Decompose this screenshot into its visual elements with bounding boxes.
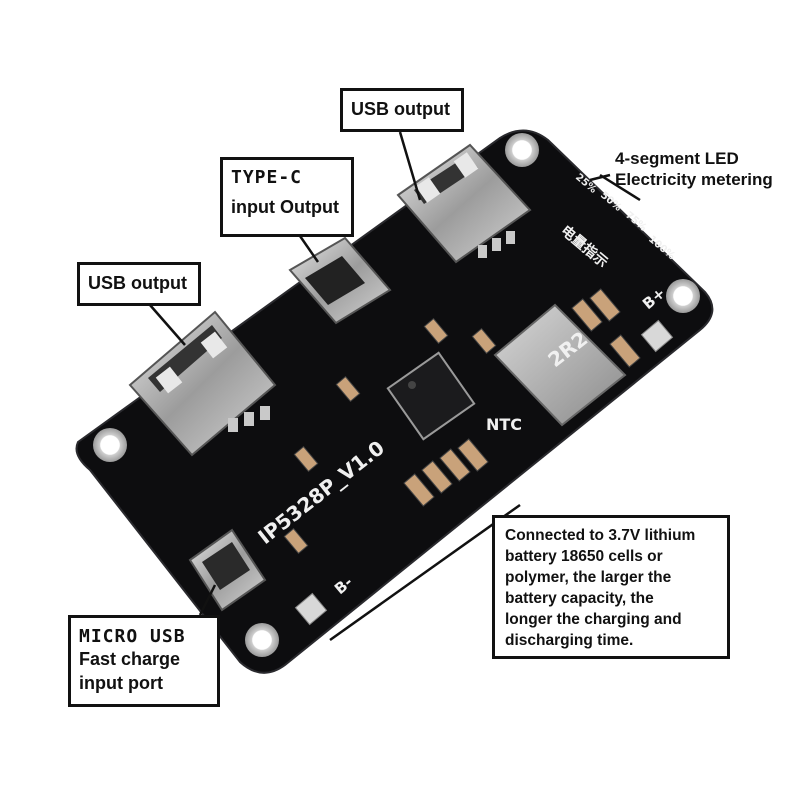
micro-usb-callout: MICRO USB Fast charge input port <box>68 615 220 707</box>
mounting-hole <box>93 428 127 462</box>
led-label-line1: 4-segment LED <box>615 149 739 168</box>
type-c-title: TYPE-C <box>231 167 303 188</box>
battery-line: discharging time. <box>505 631 634 649</box>
resistor-array <box>283 288 641 554</box>
led-label-line2: Electricity metering <box>615 170 773 190</box>
callout-leaders <box>149 131 641 642</box>
battery-line: battery 18650 cells or <box>505 547 663 565</box>
usb-a-connector-top <box>396 143 532 264</box>
battery-pad-plus <box>640 319 674 353</box>
type-c-callout: TYPE-C input Output <box>220 157 354 237</box>
led-metering-label: 4-segment LED Electricity metering <box>615 148 800 191</box>
mounting-hole <box>666 279 700 313</box>
usb-a-connector-left <box>128 310 277 457</box>
ntc-silk: NTC <box>486 415 522 434</box>
battery-line: polymer, the larger the <box>505 568 672 586</box>
usb-output-left-callout: USB output <box>77 262 201 306</box>
usb-output-top-callout: USB output <box>340 88 464 132</box>
mounting-hole <box>245 623 279 657</box>
micro-usb-line2: Fast charge <box>79 649 181 670</box>
battery-line: battery capacity, the <box>505 589 654 607</box>
battery-callout: Connected to 3.7V lithium battery 18650 … <box>492 515 730 659</box>
usb-output-top-label: USB output <box>351 99 450 119</box>
micro-usb-line3: input port <box>79 672 163 693</box>
battery-line: Connected to 3.7V lithium <box>505 527 696 544</box>
micro-usb-title: MICRO USB <box>79 626 186 647</box>
battery-line: longer the charging and <box>505 610 682 628</box>
inductor: 2R2 <box>493 303 627 427</box>
type-c-subtitle: input Output <box>231 196 339 217</box>
battery-pad-minus <box>294 592 328 626</box>
mounting-hole <box>505 133 539 167</box>
ic-chip <box>386 351 476 441</box>
usb-output-left-label: USB output <box>88 273 187 293</box>
